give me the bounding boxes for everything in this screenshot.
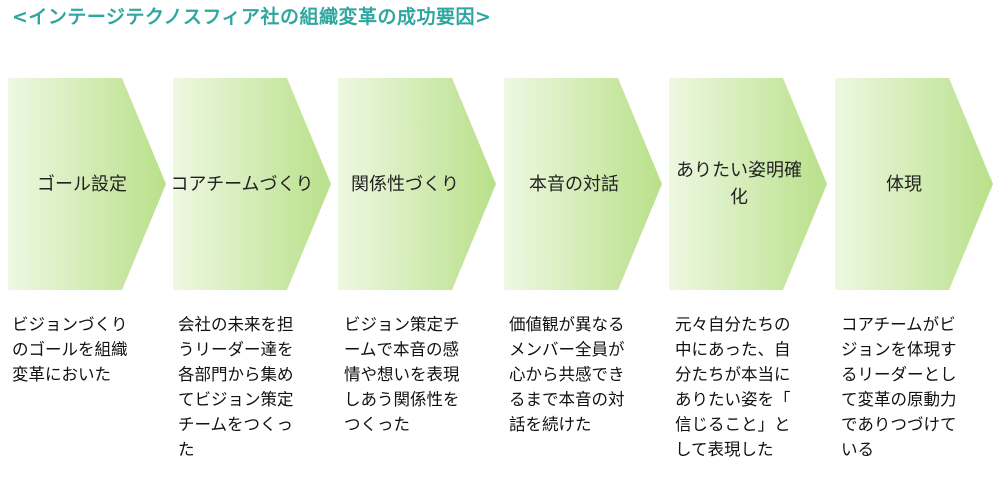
chevron-4 — [504, 78, 662, 290]
step-description-1: ビジョンづくりのゴールを組織変革においた — [12, 315, 128, 384]
step-label-4: 本音の対話 — [529, 173, 619, 195]
step-label-2: コアチームづくり — [170, 173, 314, 195]
step-description-2: 会社の未来を担うリーダー達を各部門から集めてビジョン策定チームをつくった — [178, 315, 294, 459]
chevron-1 — [8, 78, 166, 290]
process-flow: ゴール設定 コアチームづくり 関係性づくり 本音の対話 ありたい姿明確化 体現 — [0, 78, 1000, 290]
chevron-2 — [173, 78, 331, 290]
step-label-1: ゴール設定 — [37, 173, 127, 195]
step-label-3: 関係性づくり — [351, 173, 459, 195]
chevron-arrows — [8, 78, 993, 290]
chevron-6 — [835, 78, 993, 290]
step-description-4: 価値観が異なるメンバー全員が心から共感できるまで本音の対話を続けた — [509, 315, 625, 434]
step-description-5: 元々自分たちの中にあった、自分たちが本当にありたい姿を「信じること」として表現し… — [675, 315, 791, 459]
step-label-6: 体現 — [886, 173, 922, 195]
step-description-3: ビジョン策定チームで本音の感情や想いを表現しあう関係性をつくった — [344, 315, 460, 434]
chevron-5 — [669, 78, 827, 290]
step-description-6: コアチームがビジョンを体現するリーダーとして変革の原動力でありつづけている — [841, 315, 957, 459]
chevron-3 — [338, 78, 496, 290]
step-label-5: ありたい姿明確化 — [676, 160, 802, 208]
page-title: <インテージテクノスフィア社の組織変革の成功要因> — [12, 6, 492, 28]
